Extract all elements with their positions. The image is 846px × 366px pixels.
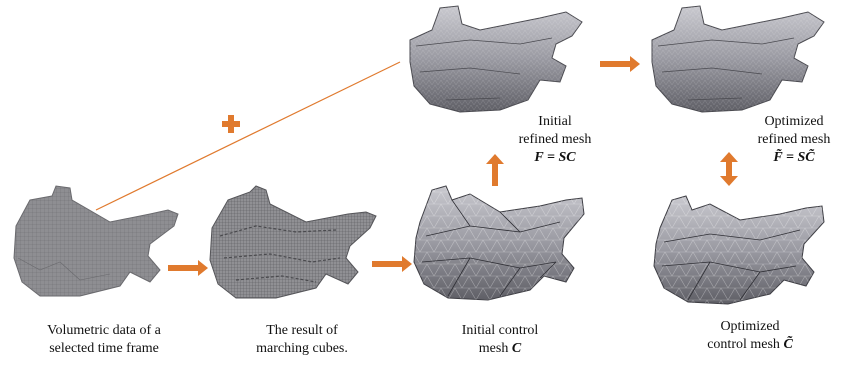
- caption-initial-control-line1: Initial control: [420, 322, 580, 340]
- marching-cubes-image: [210, 186, 376, 298]
- caption-volumetric-line2: selected time frame: [14, 340, 194, 358]
- optimized-refined-mesh-image: [652, 6, 824, 112]
- initial-refined-mesh-image: [410, 6, 582, 112]
- caption-initial-refined: Initial refined mesh F = SC: [500, 113, 610, 167]
- caption-initial-control-line2: mesh C: [420, 340, 580, 358]
- caption-optimized-refined-line2: refined mesh: [742, 131, 846, 149]
- caption-initial-control: Initial control mesh C: [420, 322, 580, 358]
- caption-optimized-control: Optimized control mesh C̃: [670, 318, 830, 354]
- volumetric-voxel-image: [14, 186, 178, 296]
- caption-initial-refined-line1: Initial: [500, 113, 610, 131]
- caption-marching-line2: marching cubes.: [222, 340, 382, 358]
- connector-line: [96, 62, 400, 210]
- caption-marching-line1: The result of: [222, 322, 382, 340]
- caption-optimized-refined: Optimized refined mesh F̃ = SC̃: [742, 113, 846, 167]
- caption-optimized-refined-math: F̃ = SC̃: [742, 149, 846, 167]
- arrow-volumetric-to-marching: [168, 260, 208, 276]
- initial-control-mesh-image: [414, 186, 584, 300]
- arrow-initial-to-optimized: [600, 56, 640, 72]
- caption-initial-refined-math: F = SC: [500, 149, 610, 167]
- caption-initial-control-math: C: [512, 341, 521, 356]
- caption-initial-control-text: mesh: [479, 341, 512, 356]
- caption-optimized-control-text: control mesh: [707, 337, 783, 352]
- double-arrow-optimized: [720, 152, 738, 186]
- arrow-marching-to-control: [372, 256, 412, 272]
- caption-volumetric: Volumetric data of a selected time frame: [14, 322, 194, 358]
- caption-optimized-refined-line1: Optimized: [742, 113, 846, 131]
- caption-optimized-control-line1: Optimized: [670, 318, 830, 336]
- caption-optimized-control-math: C̃: [783, 337, 792, 352]
- optimized-control-mesh-image: [654, 196, 824, 304]
- caption-marching: The result of marching cubes.: [222, 322, 382, 358]
- caption-optimized-control-line2: control mesh C̃: [670, 336, 830, 354]
- caption-initial-refined-line2: refined mesh: [500, 131, 610, 149]
- plus-icon: [222, 115, 240, 133]
- caption-volumetric-line1: Volumetric data of a: [14, 322, 194, 340]
